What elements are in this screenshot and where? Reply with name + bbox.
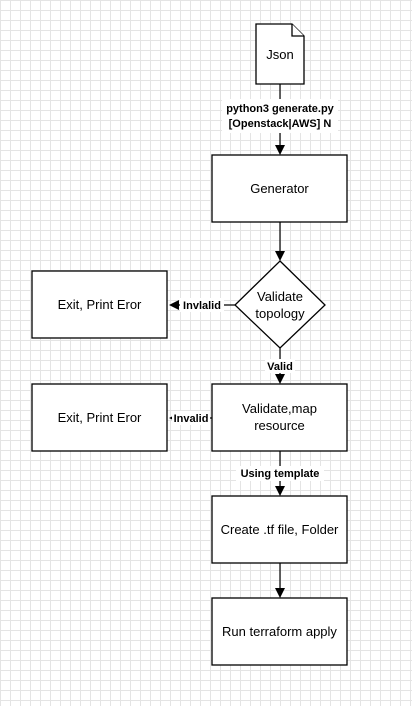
edge-label-invlalid: Invlalid — [180, 298, 224, 312]
create-tf-label: Create .tf file, Folder — [221, 522, 339, 537]
node-validate-map-resource[interactable]: Validate,map resource — [211, 383, 348, 452]
python-command-line2: [Openstack|AWS] N — [229, 118, 332, 130]
node-run-terraform[interactable]: Run terraform apply — [211, 597, 348, 666]
edge-label-valid: Valid — [265, 359, 295, 373]
node-json-document[interactable]: Json — [255, 23, 305, 85]
validate-map-label-line1: Validate,map — [242, 401, 317, 416]
node-create-tf-file[interactable]: Create .tf file, Folder — [211, 495, 348, 564]
document-fold-icon — [291, 24, 304, 37]
exit-error-1-label: Exit, Print Eror — [58, 297, 142, 312]
node-exit-error-map[interactable]: Exit, Print Eror — [31, 383, 168, 452]
invalid-label: Invalid — [174, 413, 209, 425]
validate-map-label-line2: resource — [254, 418, 305, 433]
valid-label: Valid — [267, 361, 293, 373]
using-template-label: Using template — [241, 468, 320, 480]
validate-topology-label-line2: topology — [255, 306, 305, 321]
node-exit-error-topology[interactable]: Exit, Print Eror — [31, 270, 168, 339]
invlalid-label: Invlalid — [183, 300, 221, 312]
edge-label-invalid: Invalid — [172, 411, 210, 425]
node-validate-topology[interactable]: Validate topology — [234, 260, 326, 349]
node-generator[interactable]: Generator — [211, 154, 348, 223]
python-command-line1: python3 generate.py — [226, 103, 334, 115]
exit-error-2-label: Exit, Print Eror — [58, 410, 142, 425]
edge-label-python-command: python3 generate.py [Openstack|AWS] N — [222, 99, 338, 133]
edge-generator-to-topology — [275, 222, 285, 261]
generator-label: Generator — [250, 181, 309, 196]
edge-create-to-run — [275, 563, 285, 598]
json-label: Json — [266, 47, 293, 62]
edge-label-using-template: Using template — [236, 466, 324, 481]
run-terraform-label: Run terraform apply — [222, 624, 337, 639]
validate-topology-label-line1: Validate — [257, 289, 303, 304]
